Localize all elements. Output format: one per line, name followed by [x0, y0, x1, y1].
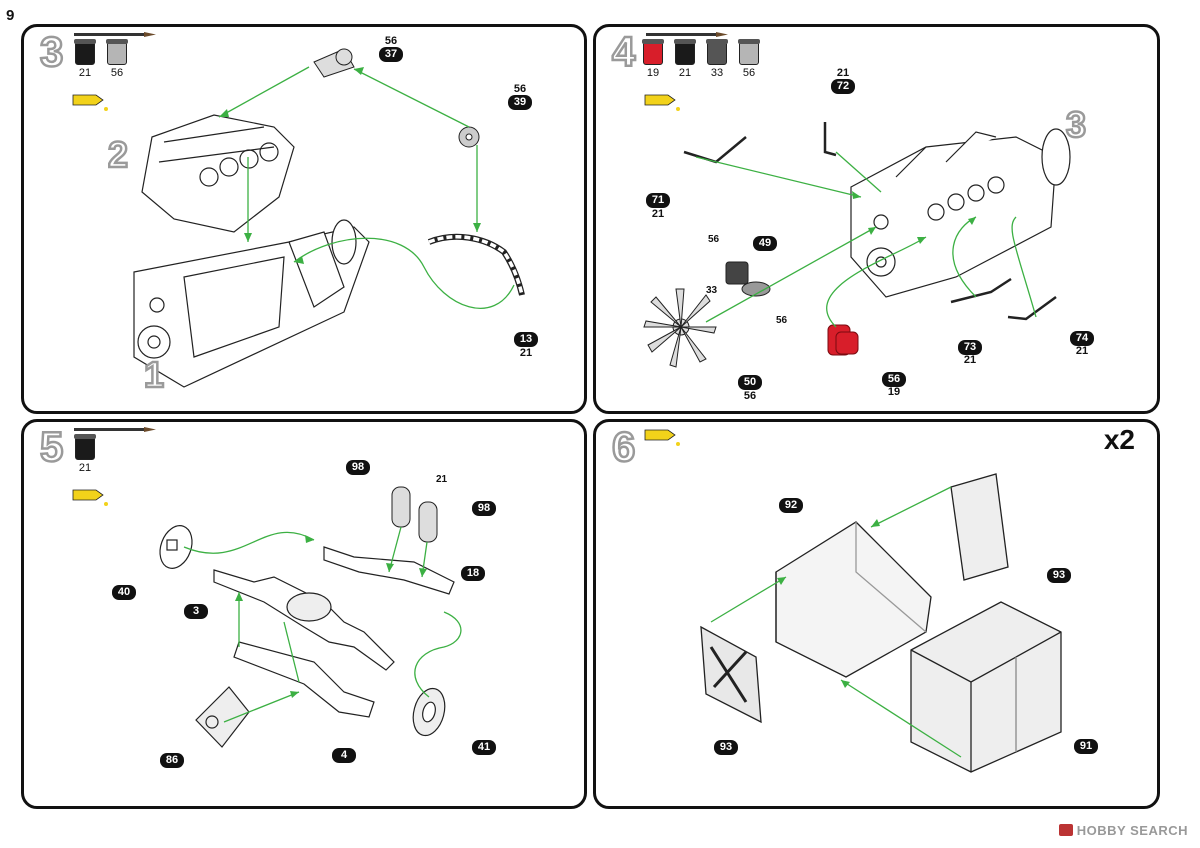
- paint-jar: 33: [706, 39, 728, 79]
- brush-icon: [74, 427, 156, 432]
- part-badge: 72: [831, 79, 855, 94]
- brush-icon: [646, 32, 728, 37]
- paint-note: 21: [436, 474, 448, 485]
- callout-paint: 56: [384, 35, 398, 47]
- quantity-multiplier: x2: [1103, 424, 1135, 455]
- part-badge: 98: [472, 501, 496, 516]
- part-badge: 3: [184, 604, 208, 619]
- paint-note: 56: [776, 315, 788, 326]
- glue-tube-icon: [72, 94, 108, 111]
- glue-tube-icon: [72, 489, 108, 506]
- callout-paint: 56: [513, 83, 527, 95]
- part-badge: 86: [160, 753, 184, 768]
- part-badge: 91: [1074, 739, 1098, 754]
- part-badge: 49: [753, 236, 777, 251]
- step-6-illustration: [644, 429, 1062, 773]
- step-5-panel: 5 21 98 21 98 18 40 3 86 4 41: [21, 419, 587, 809]
- brush-icon: [74, 32, 156, 37]
- paint-jar: 19: [642, 39, 664, 79]
- step-number: 6: [611, 423, 637, 470]
- part-badge: 93: [1047, 568, 1071, 583]
- callout-paint: 21: [519, 347, 533, 359]
- sub-assembly-label: 1: [143, 354, 166, 395]
- watermark: HOBBY SEARCH: [1058, 823, 1188, 838]
- part-badge: 74: [1070, 331, 1094, 346]
- step-4-panel: 4 19 21 33 56 3 21 72 71 21 56 49 33 56 …: [593, 24, 1160, 414]
- step-4-illustration: [643, 32, 1071, 368]
- callout-paint: 21: [836, 67, 850, 79]
- sub-assembly-label: 3: [1065, 104, 1088, 145]
- part-badge: 41: [472, 740, 496, 755]
- page-number: 6: [6, 6, 15, 23]
- callout-paint: 19: [887, 386, 901, 398]
- paint-jar: 21: [674, 39, 696, 79]
- step-number: 4: [611, 28, 637, 75]
- step-number: 3: [39, 28, 65, 75]
- paint-note: 33: [706, 285, 718, 296]
- step-5-illustration: [72, 427, 462, 748]
- paint-jar: 56: [738, 39, 760, 79]
- step-number: 5: [39, 423, 65, 470]
- part-badge: 4: [332, 748, 356, 763]
- part-badge: 93: [714, 740, 738, 755]
- paint-jar: 21: [74, 39, 96, 79]
- paint-jar: 21: [74, 434, 96, 474]
- part-badge: 40: [112, 585, 136, 600]
- part-badge: 37: [379, 47, 403, 62]
- part-badge: 39: [508, 95, 532, 110]
- part-badge: 13: [514, 332, 538, 347]
- step-3-panel: 3 21 56 2 1 56 37 56 39 13 21: [21, 24, 587, 414]
- step-3-illustration: [72, 32, 525, 388]
- paint-note: 56: [708, 234, 720, 245]
- callout-paint: 21: [1075, 345, 1089, 357]
- part-badge: 71: [646, 193, 670, 208]
- part-badge: 92: [779, 498, 803, 513]
- hobby-search-logo-icon: [1058, 824, 1073, 836]
- part-badge: 73: [958, 340, 982, 355]
- glue-tube-icon: [644, 429, 680, 446]
- part-badge: 50: [738, 375, 762, 390]
- callout-paint: 21: [963, 354, 977, 366]
- part-badge: 98: [346, 460, 370, 475]
- step-6-panel: 6 x2 92 93 93 91: [593, 419, 1160, 809]
- paint-jar: 56: [106, 39, 128, 79]
- callout-paint: 21: [651, 208, 665, 220]
- callout-paint: 56: [743, 390, 757, 402]
- part-badge: 18: [461, 566, 485, 581]
- sub-assembly-label: 2: [107, 134, 130, 175]
- glue-tube-icon: [644, 94, 680, 111]
- part-badge: 56: [882, 372, 906, 387]
